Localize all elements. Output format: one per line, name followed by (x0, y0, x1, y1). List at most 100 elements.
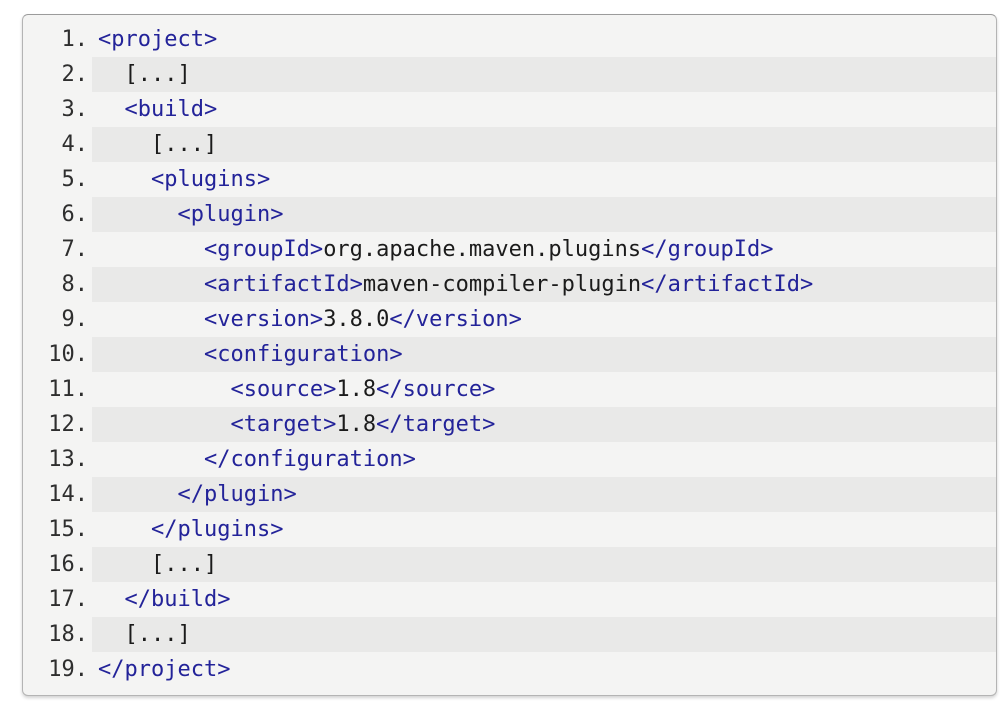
code-line: 4. [...] (23, 127, 996, 162)
xml-text: 3.8.0 (323, 307, 390, 332)
code-line: 13. </configuration> (23, 442, 996, 477)
line-number: 7. (61, 237, 89, 262)
line-number: 16. (48, 552, 88, 577)
indent-whitespace (98, 202, 177, 227)
line-number: 18. (48, 622, 88, 647)
indent-whitespace (98, 587, 125, 612)
code-content: <groupId>org.apache.maven.plugins</group… (92, 232, 996, 267)
code-content: </build> (92, 582, 996, 617)
line-number: 19. (48, 657, 88, 682)
line-number: 1. (61, 27, 89, 52)
code-line: 14. </plugin> (23, 477, 996, 512)
indent-whitespace (98, 377, 230, 402)
code-line: 19. </project> (23, 652, 996, 687)
code-content: <artifactId>maven-compiler-plugin</artif… (92, 267, 996, 302)
line-number: 3. (61, 97, 89, 122)
code-line: 17. </build> (23, 582, 996, 617)
xml-tag: <plugins> (150, 167, 271, 192)
code-content: <build> (92, 92, 996, 127)
line-number: 4. (61, 132, 89, 157)
code-content: <source>1.8</source> (92, 372, 996, 407)
code-content: <target>1.8</target> (92, 407, 996, 442)
xml-tag: </groupId> (641, 237, 774, 262)
xml-tag: </configuration> (203, 447, 416, 472)
code-content: [...] (92, 547, 996, 582)
line-number: 12. (48, 412, 88, 437)
xml-tag: <artifactId> (203, 272, 363, 297)
xml-tag: <target> (230, 412, 337, 437)
indent-whitespace (98, 517, 151, 542)
xml-tag: </project> (98, 657, 231, 682)
xml-tag: <groupId> (203, 237, 324, 262)
code-line: 1.<project> (23, 22, 996, 57)
line-number: 10. (48, 342, 88, 367)
code-content: <plugin> (92, 197, 996, 232)
indent-whitespace (98, 447, 204, 472)
xml-text: [...] (124, 622, 191, 647)
indent-whitespace (98, 132, 151, 157)
xml-tag: <version> (203, 307, 324, 332)
xml-tag: </target> (376, 412, 496, 437)
xml-tag: </plugins> (150, 517, 284, 542)
xml-text: 1.8 (336, 412, 377, 437)
line-number: 15. (48, 517, 88, 542)
indent-whitespace (98, 62, 125, 87)
indent-whitespace (98, 237, 204, 262)
code-content: <project> (92, 22, 996, 57)
code-content: <version>3.8.0</version> (92, 302, 996, 337)
indent-whitespace (98, 272, 204, 297)
xml-text: 1.8 (336, 377, 377, 402)
code-line: 9. <version>3.8.0</version> (23, 302, 996, 337)
xml-tag: </plugin> (177, 482, 297, 507)
code-line: 8. <artifactId>maven-compiler-plugin</ar… (23, 267, 996, 302)
indent-whitespace (98, 552, 151, 577)
indent-whitespace (98, 167, 151, 192)
code-block: 1.<project>2. [...]3. <build>4. [...]5. … (22, 14, 997, 696)
line-number: 8. (61, 272, 89, 297)
code-content: [...] (92, 617, 996, 652)
code-line: 12. <target>1.8</target> (23, 407, 996, 442)
code-line: 15. </plugins> (23, 512, 996, 547)
indent-whitespace (98, 412, 230, 437)
code-content: [...] (92, 127, 996, 162)
xml-tag: </source> (376, 377, 496, 402)
xml-text: org.apache.maven.plugins (323, 237, 642, 262)
line-number: 6. (61, 202, 89, 227)
xml-tag: </version> (389, 307, 522, 332)
indent-whitespace (98, 622, 125, 647)
xml-tag: </build> (124, 587, 231, 612)
code-lines-container: 1.<project>2. [...]3. <build>4. [...]5. … (23, 22, 996, 687)
xml-text: [...] (150, 552, 218, 577)
code-line: 18. [...] (23, 617, 996, 652)
code-content: </plugins> (92, 512, 996, 547)
line-number: 5. (61, 167, 89, 192)
line-number: 2. (61, 62, 89, 87)
xml-tag: </artifactId> (641, 272, 814, 297)
code-line: 16. [...] (23, 547, 996, 582)
indent-whitespace (98, 307, 204, 332)
code-content: <configuration> (92, 337, 996, 372)
xml-tag: <source> (230, 377, 337, 402)
xml-text: [...] (124, 62, 191, 87)
code-line: 10. <configuration> (23, 337, 996, 372)
indent-whitespace (98, 482, 177, 507)
line-number: 14. (48, 482, 88, 507)
line-number: 11. (48, 377, 88, 402)
code-content: [...] (92, 57, 996, 92)
indent-whitespace (98, 342, 204, 367)
code-content: <plugins> (92, 162, 996, 197)
code-content: </project> (92, 652, 996, 687)
line-number: 17. (48, 587, 88, 612)
xml-text: maven-compiler-plugin (362, 272, 642, 297)
code-line: 7. <groupId>org.apache.maven.plugins</gr… (23, 232, 996, 267)
indent-whitespace (98, 97, 125, 122)
code-content: </plugin> (92, 477, 996, 512)
line-number: 13. (48, 447, 88, 472)
code-line: 11. <source>1.8</source> (23, 372, 996, 407)
code-line: 5. <plugins> (23, 162, 996, 197)
code-content: </configuration> (92, 442, 996, 477)
xml-tag: <build> (124, 97, 218, 122)
code-line: 2. [...] (23, 57, 996, 92)
xml-tag: <configuration> (203, 342, 403, 367)
